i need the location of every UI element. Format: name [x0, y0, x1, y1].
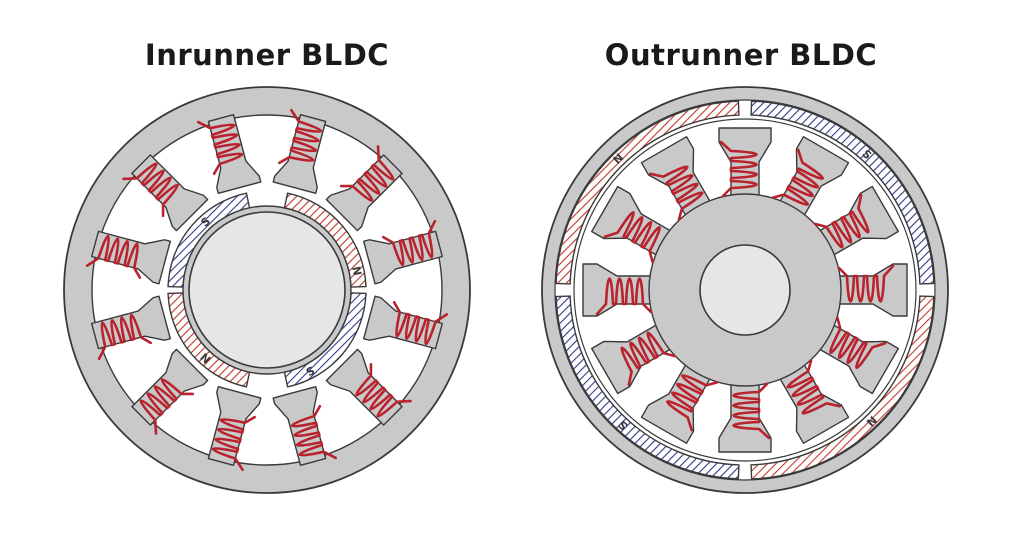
- stator-coil: [603, 211, 661, 264]
- stator-coil: [719, 140, 758, 198]
- rotor-magnet-4: [555, 295, 740, 480]
- stator-tooth: [777, 360, 850, 444]
- stator-coil: [339, 145, 395, 202]
- stator-tooth: [640, 136, 713, 220]
- stator-bore: [699, 244, 791, 336]
- stator-coil: [786, 359, 842, 415]
- stator-coil: [392, 301, 449, 346]
- stator-coil: [666, 374, 719, 432]
- inrunner-title: Inrunner BLDC: [144, 38, 390, 72]
- stator-tooth: [815, 185, 899, 258]
- outrunner-title: Outrunner BLDC: [604, 38, 878, 72]
- stator-tooth: [640, 360, 713, 444]
- rotor-shaft: [188, 211, 346, 369]
- stator-coil: [122, 162, 179, 218]
- rotor-magnet-3: [750, 295, 935, 480]
- stator-coil: [648, 165, 704, 221]
- stator-coil: [211, 415, 256, 472]
- stator-coil: [278, 108, 323, 165]
- stator-coil: [139, 378, 195, 435]
- stator-coil: [814, 193, 870, 249]
- stator-coil: [595, 277, 653, 316]
- stator-coil: [829, 316, 887, 369]
- rotor-magnet-2: [750, 100, 935, 285]
- rotor-magnet-1-label: N: [349, 265, 364, 277]
- stator-coil: [620, 331, 676, 387]
- stator-tooth: [777, 136, 850, 220]
- stator-coil: [355, 362, 412, 418]
- stator-coil: [290, 404, 338, 460]
- stator-coil: [196, 120, 244, 176]
- stator-tooth: [815, 322, 899, 395]
- rotor-magnet-1: [555, 100, 740, 285]
- stator-coil: [732, 382, 771, 440]
- stator-coil: [771, 148, 824, 206]
- stator-tooth: [591, 185, 675, 258]
- stator-tooth: [591, 322, 675, 395]
- stator-coil: [837, 264, 895, 303]
- stator-coil: [97, 313, 153, 361]
- stator-coil: [85, 234, 142, 279]
- stator-coil: [381, 219, 437, 267]
